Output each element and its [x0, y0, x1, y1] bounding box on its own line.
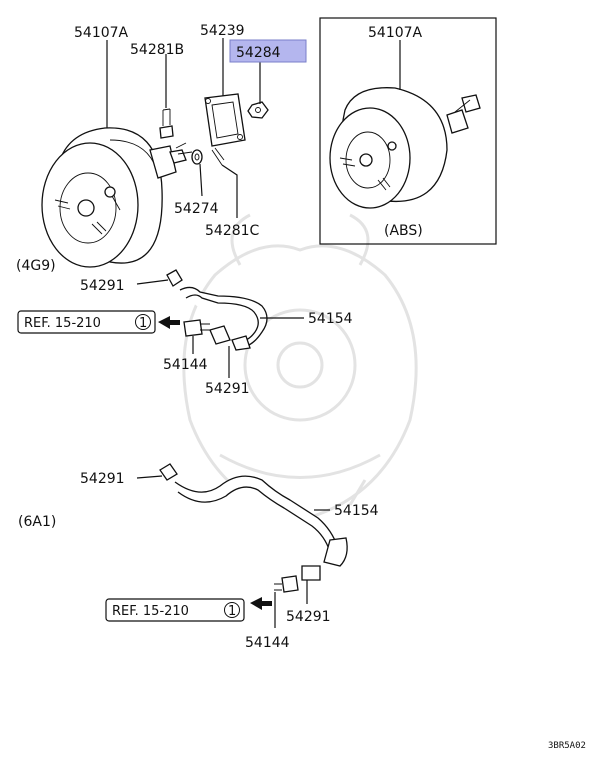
- hose-assembly-4g9: [166, 269, 268, 351]
- ref-circle-6a1: [224, 602, 240, 618]
- label-54281c: 54281C: [205, 223, 260, 239]
- highlight-54284: [229, 39, 307, 63]
- arrow-left-icon: [250, 597, 272, 610]
- ref-box-6a1[interactable]: [105, 598, 245, 622]
- label-54107a-abs: 54107A: [368, 25, 423, 41]
- label-54144-6a1: 54144: [245, 635, 290, 651]
- label-54284[interactable]: 54284: [236, 45, 281, 61]
- ref-num-6a1: 1: [228, 604, 236, 619]
- label-54291-6a1-upper: 54291: [80, 471, 125, 487]
- hose-assembly-6a1: [159, 463, 348, 593]
- label-54107a-main: 54107A: [74, 25, 129, 41]
- snap-pin-54281c: [211, 147, 225, 166]
- label-54291-4g9-upper: 54291: [80, 278, 125, 294]
- ref-text-6a1: REF. 15-210: [112, 604, 189, 619]
- arrow-left-icon: [158, 316, 180, 329]
- clevis-pin-54274: [191, 149, 203, 165]
- label-engine-6a1: (6A1): [18, 514, 56, 530]
- watermark-emblem: [182, 213, 418, 522]
- brake-booster-main: [41, 127, 193, 268]
- label-54154-6a1: 54154: [334, 503, 379, 519]
- brake-booster-abs: [329, 87, 481, 209]
- label-54281b: 54281B: [130, 42, 184, 58]
- label-54274: 54274: [174, 201, 219, 217]
- label-abs: (ABS): [384, 223, 423, 239]
- diagram-code: 3BR5A02: [548, 741, 586, 751]
- label-54291-6a1-lower: 54291: [286, 609, 331, 625]
- gasket-54239: [204, 93, 246, 147]
- ref-num-4g9: 1: [139, 316, 147, 331]
- label-engine-4g9: (4G9): [16, 258, 56, 274]
- ref-text-4g9: REF. 15-210: [24, 316, 101, 331]
- label-54239: 54239: [200, 23, 245, 39]
- label-54144-4g9: 54144: [163, 357, 208, 373]
- stud-bolt-54281b: [159, 108, 174, 139]
- ref-box-4g9[interactable]: [17, 310, 156, 334]
- ref-circle-4g9: [135, 314, 151, 330]
- abs-inset-frame: [319, 17, 497, 245]
- leader-lines: [106, 38, 401, 628]
- label-54154-4g9: 54154: [308, 311, 353, 327]
- label-54291-4g9-lower: 54291: [205, 381, 250, 397]
- nut-54284: [247, 101, 269, 119]
